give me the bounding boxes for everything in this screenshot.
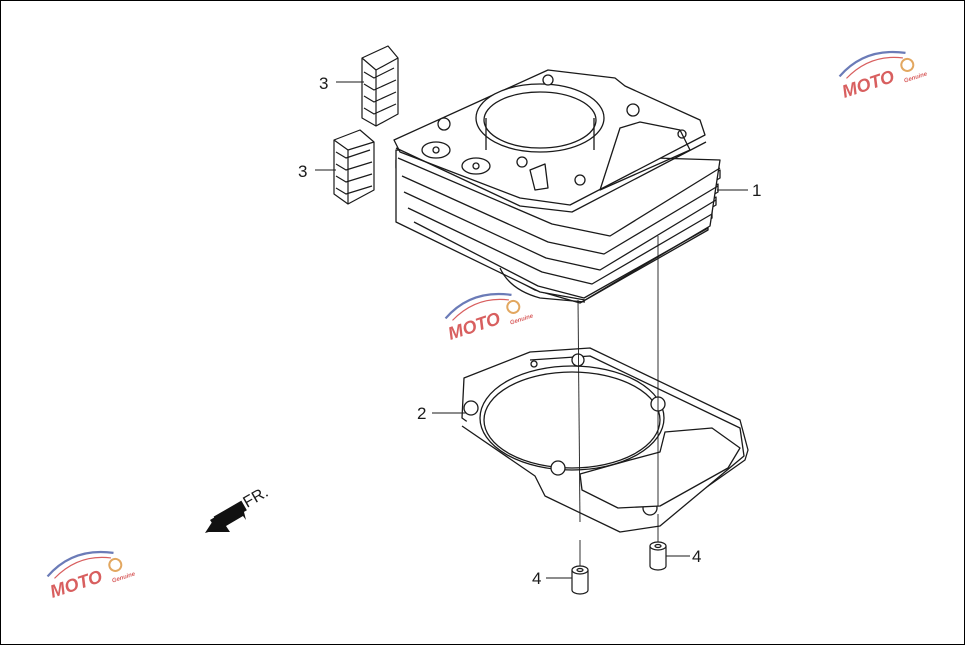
- leader-lines: [315, 81, 748, 579]
- watermark-brand: MOTO: [445, 308, 502, 344]
- clip-lower-part[interactable]: [333, 129, 375, 205]
- callout-4-right: 4: [692, 547, 701, 566]
- callout-1: 1: [752, 181, 761, 200]
- watermark-tagline: Genuine: [903, 71, 928, 84]
- gasket-part[interactable]: [461, 347, 749, 533]
- watermark-top-right: MOTO Genuine: [838, 50, 929, 102]
- callout-2: 2: [417, 404, 426, 423]
- callout-3-upper: 3: [319, 74, 328, 93]
- watermark-bottom-left: MOTO Genuine: [46, 550, 137, 602]
- gear-icon: [506, 299, 521, 314]
- watermark-brand: MOTO: [839, 66, 896, 102]
- gear-icon: [108, 557, 123, 572]
- dowel-right-part[interactable]: [649, 541, 667, 571]
- callout-4-left: 4: [532, 569, 541, 588]
- watermark-tagline: Genuine: [509, 313, 534, 326]
- cylinder-part[interactable]: [393, 69, 721, 304]
- clip-upper-part[interactable]: [361, 45, 399, 127]
- dowel-left-part[interactable]: [571, 565, 589, 595]
- watermark-tagline: Genuine: [111, 571, 136, 584]
- gear-icon: [900, 57, 915, 72]
- callout-3-lower: 3: [298, 162, 307, 181]
- watermark-brand: MOTO: [47, 566, 104, 602]
- alignment-lines: [577, 236, 659, 566]
- front-direction-arrow-icon: [205, 500, 247, 533]
- watermark-center: MOTO Genuine: [444, 292, 535, 344]
